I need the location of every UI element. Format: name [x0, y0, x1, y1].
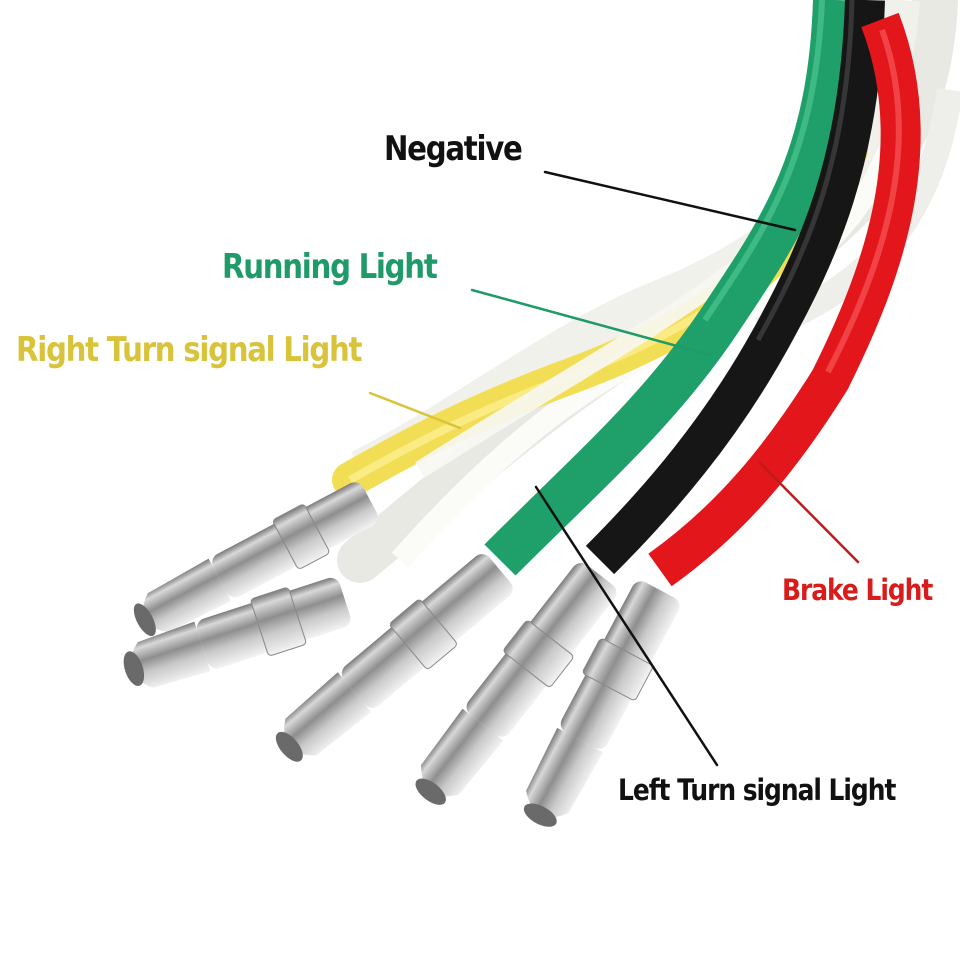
right-turn-signal-label: Right Turn signal Light: [16, 330, 363, 370]
green-wire: [484, 0, 857, 576]
right-turn-pointer: [368, 391, 462, 430]
bullet-connector-2: [123, 577, 351, 688]
pointer-lines: [368, 170, 860, 767]
red-wire: [648, 12, 921, 587]
running-light-label: Running Light: [222, 247, 438, 287]
bullet-connector-3: [275, 554, 513, 762]
left-turn-pointer: [534, 485, 719, 767]
running-pointer: [470, 288, 712, 357]
bullet-connector-5: [523, 581, 680, 827]
left-turn-signal-label: Left Turn signal Light: [618, 773, 896, 807]
bullet-connector-1: [133, 482, 378, 637]
brake-pointer: [758, 461, 860, 564]
negative-pointer: [543, 170, 797, 232]
brake-light-label: Brake Light: [782, 573, 933, 607]
bullet-connector-4: [415, 563, 617, 805]
bullet-connectors: [123, 482, 680, 827]
negative-label: Negative: [384, 129, 523, 169]
black-wire: [585, 0, 885, 575]
